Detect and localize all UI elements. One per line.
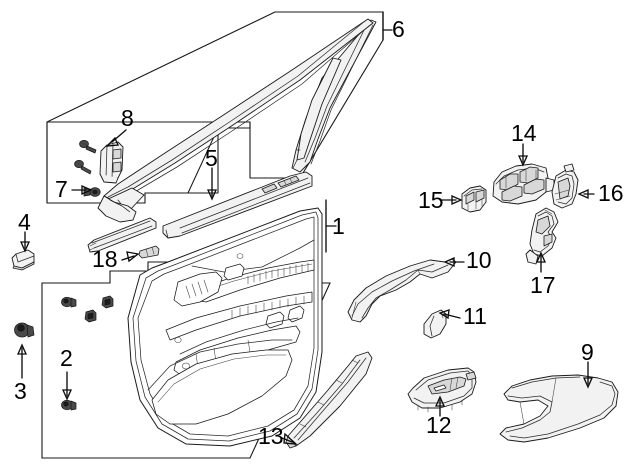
small-cap-part11 [423, 309, 447, 339]
lower-trim-strip-part13 [285, 351, 373, 449]
door-sash-garnish-part6 [291, 19, 377, 173]
callout-16: 16 [598, 180, 624, 206]
wedge-clip-part4 [11, 249, 35, 271]
round-clip-part3 [14, 322, 35, 338]
callout-15: 15 [418, 187, 444, 213]
callout-4: 4 [18, 209, 31, 235]
switch-connector-part15 [461, 185, 487, 213]
callout-3: 3 [14, 378, 27, 404]
callout-14: 14 [511, 120, 537, 146]
callout-1: 1 [332, 213, 345, 239]
retainer-strip-part18 [87, 217, 160, 259]
screw-mid [74, 160, 92, 175]
mid-hatch-row [231, 295, 305, 319]
callout-7: 7 [55, 176, 68, 202]
callout-11: 11 [463, 303, 487, 329]
callout-6: 6 [392, 16, 405, 42]
fastener-c [84, 309, 97, 323]
screw-upper [79, 140, 97, 154]
belt-molding-part5 [162, 171, 313, 239]
callout-2: 2 [60, 345, 73, 371]
door-trim-panel-part1 [127, 207, 323, 447]
callout-13: 13 [258, 423, 284, 449]
sash-lower-end [97, 195, 137, 223]
retainer-pin-part18 [138, 245, 160, 259]
door-lock-switch-part16 [551, 163, 579, 209]
power-window-switch-part14 [492, 163, 555, 205]
callout-12: 12 [426, 412, 452, 438]
mirror-switch-part17 [525, 207, 559, 265]
upper-trim-garnish-part10 [347, 258, 457, 323]
fastener-part2 [61, 399, 77, 411]
upper-hatch-row [247, 262, 309, 285]
fastener-a [61, 296, 77, 308]
door-sash-run [103, 18, 374, 217]
armrest-part9 [499, 374, 619, 443]
pull-handle-bezel-part12 [407, 367, 477, 414]
callout-5: 5 [205, 145, 218, 171]
callout-9: 9 [581, 339, 594, 365]
mirror-bracket-cover-part8 [99, 141, 124, 184]
callout-8: 8 [121, 105, 134, 131]
panel-fastener-cluster [61, 295, 114, 411]
callout-10: 10 [466, 247, 492, 273]
callout-17: 17 [530, 272, 556, 298]
leader-lines [16, 11, 595, 445]
door-panel-group [41, 207, 331, 459]
upper-frame-group [46, 11, 384, 223]
fastener-b [101, 295, 114, 309]
callout-18: 18 [92, 246, 118, 272]
